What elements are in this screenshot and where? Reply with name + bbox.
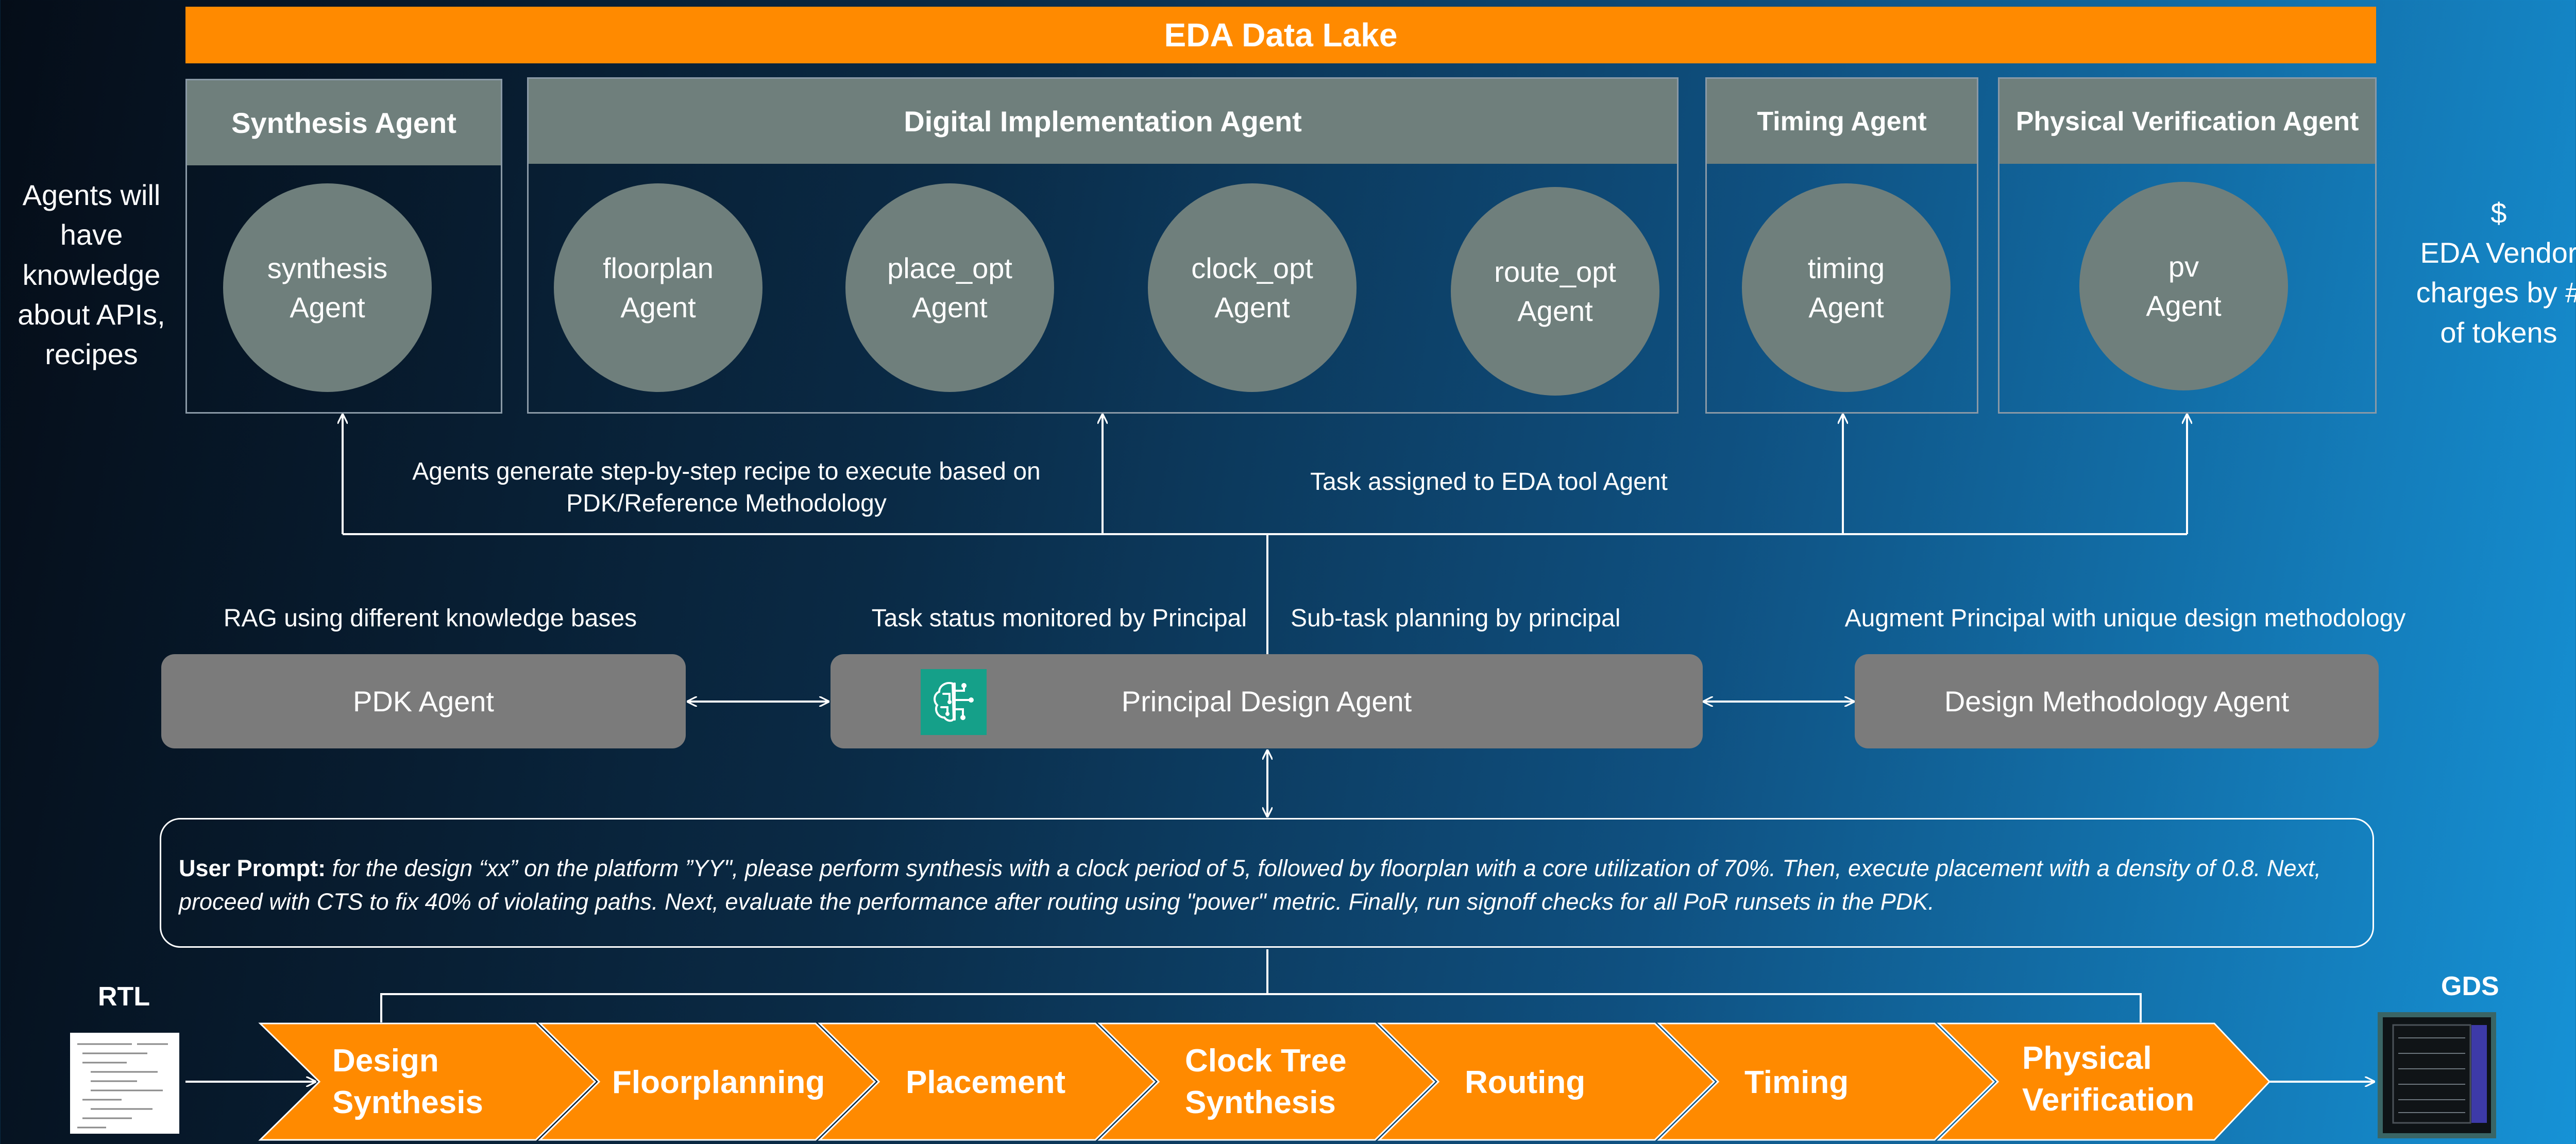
route-opt-agent-line1: route_opt xyxy=(1494,255,1616,288)
chip-layout-icon xyxy=(2392,1024,2487,1124)
augment-annotation: Augment Principal with unique design met… xyxy=(1844,605,2406,632)
stage-design-synthesis-line1: Design xyxy=(332,1043,439,1079)
digital-implementation-agent-group: Digital Implementation Agent floorplan A… xyxy=(527,77,1679,414)
user-prompt-box: User Prompt: for the design “xx” on the … xyxy=(160,818,2374,948)
stage-routing-line1: Routing xyxy=(1465,1065,1586,1100)
left-side-note: Agents will have knowledge about APIs, r… xyxy=(18,179,165,371)
stage-chevron-floorplanning xyxy=(538,1022,876,1141)
principal-design-agent-label: Principal Design Agent xyxy=(1121,685,1412,718)
stage-label-floorplanning: Floorplanning xyxy=(612,1062,825,1104)
stage-chevron-design-synthesis xyxy=(258,1022,597,1141)
digital-implementation-agent-title: Digital Implementation Agent xyxy=(904,105,1302,138)
rtl-label: RTL xyxy=(98,982,150,1012)
stage-design-synthesis-line2: Synthesis xyxy=(332,1084,483,1120)
route-opt-agent-line2: Agent xyxy=(1517,294,1593,327)
timing-agent-title: Timing Agent xyxy=(1757,106,1927,136)
dollar-icon: $ xyxy=(2490,197,2507,229)
synthesis-agent-node-line1: synthesis xyxy=(267,251,388,284)
gds-layout-thumbnail xyxy=(2378,1012,2496,1138)
stage-physical-verification-line1: Physical xyxy=(2022,1040,2152,1076)
timing-agent-header: Timing Agent xyxy=(1707,79,1977,164)
stage-clock-tree-synthesis-line2: Synthesis xyxy=(1185,1084,1336,1120)
route-opt-agent-node: route_opt Agent xyxy=(1451,187,1659,396)
clock-opt-agent-line2: Agent xyxy=(1214,291,1290,323)
user-prompt-label: User Prompt: xyxy=(179,855,326,881)
stage-label-physical-verification: Physical Verification xyxy=(2022,1038,2194,1121)
floorplan-agent-line2: Agent xyxy=(620,291,696,323)
timing-agent-node-line2: Agent xyxy=(1808,291,1884,323)
banner-title: EDA Data Lake xyxy=(1164,16,1398,54)
physical-verification-agent-header: Physical Verification Agent xyxy=(1999,79,2375,164)
synthesis-agent-title: Synthesis Agent xyxy=(231,107,456,139)
prompt-to-flow-bracket xyxy=(380,949,2142,1022)
task-assigned-annotation: Task assigned to EDA tool Agent xyxy=(1310,468,1668,496)
clock-opt-agent-line1: clock_opt xyxy=(1191,251,1313,284)
task-monitored-annotation: Task status monitored by Principal xyxy=(871,605,1247,632)
pv-agent-node-line1: pv xyxy=(2168,250,2199,283)
design-methodology-agent: Design Methodology Agent xyxy=(1855,654,2379,748)
rag-annotation: RAG using different knowledge bases xyxy=(223,605,637,632)
synthesis-agent-header: Synthesis Agent xyxy=(187,80,501,165)
pdk-agent-label: PDK Agent xyxy=(353,685,494,718)
stage-label-clock-tree-synthesis: Clock Tree Synthesis xyxy=(1185,1040,1347,1123)
synthesis-agent-group: Synthesis Agent synthesis Agent xyxy=(185,79,502,414)
place-opt-agent-line1: place_opt xyxy=(887,251,1012,284)
subtask-planning-annotation: Sub-task planning by principal xyxy=(1291,605,1621,632)
stage-floorplanning-line1: Floorplanning xyxy=(612,1065,825,1100)
stage-label-placement: Placement xyxy=(906,1062,1065,1104)
code-listing-icon xyxy=(77,1043,168,1129)
timing-agent-node: timing Agent xyxy=(1742,183,1951,392)
stage-chevron-placement xyxy=(818,1022,1156,1141)
stage-placement-line1: Placement xyxy=(906,1065,1066,1100)
stage-label-routing: Routing xyxy=(1465,1062,1585,1104)
floorplan-agent-line1: floorplan xyxy=(603,251,714,284)
timing-agent-node-line1: timing xyxy=(1807,251,1885,284)
eda-data-lake-banner: EDA Data Lake xyxy=(185,7,2376,63)
stage-chevron-timing xyxy=(1657,1022,1995,1141)
timing-agent-group: Timing Agent timing Agent xyxy=(1705,77,1978,414)
user-prompt-text: for the design “xx” on the platform ”YY"… xyxy=(179,855,2321,915)
stage-chevron-routing xyxy=(1377,1022,1716,1141)
pdk-agent: PDK Agent xyxy=(161,654,686,748)
recipe-annotation: Agents generate step-by-step recipe to e… xyxy=(412,458,1041,518)
place-opt-agent-line2: Agent xyxy=(912,291,988,323)
stage-chevron-clock-tree-synthesis xyxy=(1097,1022,1436,1141)
stage-clock-tree-synthesis-line1: Clock Tree xyxy=(1185,1043,1347,1079)
physical-verification-agent-title: Physical Verification Agent xyxy=(2015,106,2359,136)
ai-brain-icon xyxy=(921,669,987,735)
place-opt-agent-node: place_opt Agent xyxy=(845,183,1054,392)
stage-physical-verification-line2: Verification xyxy=(2022,1082,2195,1118)
stage-timing-line1: Timing xyxy=(1744,1065,1849,1100)
clock-opt-agent-node: clock_opt Agent xyxy=(1148,183,1357,392)
stage-label-design-synthesis: Design Synthesis xyxy=(332,1040,483,1123)
rtl-code-thumbnail xyxy=(70,1033,179,1134)
stage-label-timing: Timing xyxy=(1744,1062,1849,1104)
gds-label: GDS xyxy=(2441,971,2499,1001)
pv-agent-node: pv Agent xyxy=(2079,182,2288,390)
pv-agent-node-line2: Agent xyxy=(2146,289,2222,322)
synthesis-agent-node: synthesis Agent xyxy=(223,183,432,392)
design-methodology-agent-label: Design Methodology Agent xyxy=(1944,685,2290,718)
brain-circuit-icon xyxy=(934,682,974,722)
synthesis-agent-node-line2: Agent xyxy=(290,291,365,323)
stage-chevron-physical-verification xyxy=(1937,1022,2271,1141)
floorplan-agent-node: floorplan Agent xyxy=(554,183,762,392)
digital-implementation-agent-header: Digital Implementation Agent xyxy=(529,79,1677,164)
principal-design-agent: Principal Design Agent xyxy=(831,654,1703,748)
right-side-note: EDA Vendor charges by # of tokens xyxy=(2416,236,2576,349)
physical-verification-agent-group: Physical Verification Agent pv Agent xyxy=(1998,77,2377,414)
